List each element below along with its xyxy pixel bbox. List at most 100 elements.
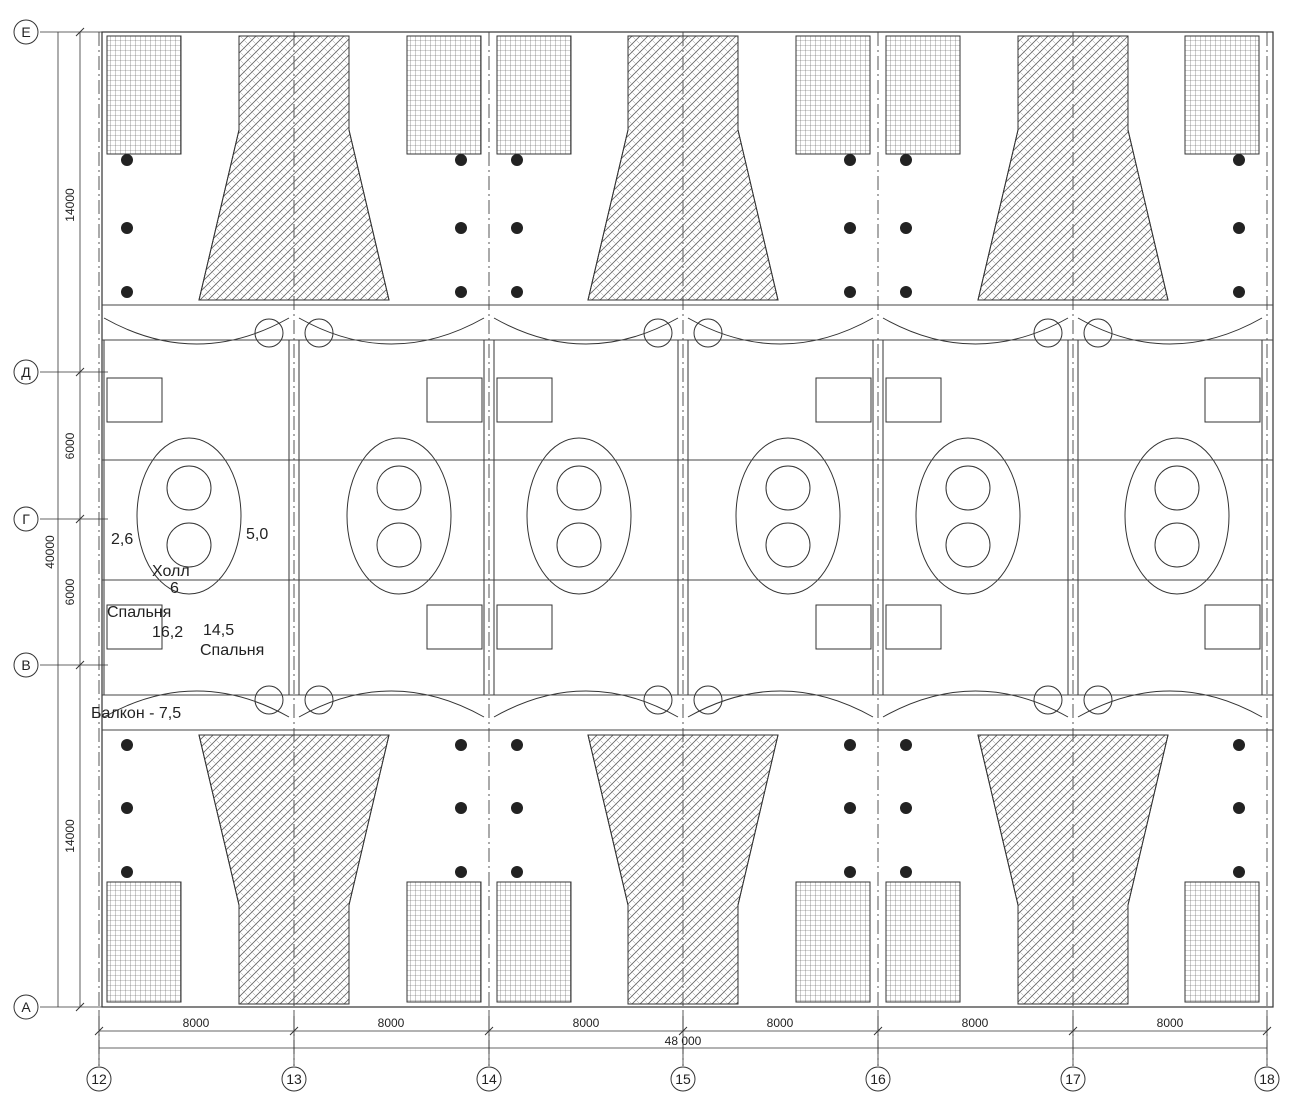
bed-upper: [496, 377, 553, 423]
spiral-stair-lower: [765, 522, 811, 568]
dim-band-mid-upper: 6000: [63, 432, 77, 459]
svg-text:А: А: [21, 999, 31, 1015]
column-axis-14: 14: [476, 1066, 502, 1092]
site-outline: [101, 31, 1274, 1008]
bed-upper: [426, 377, 483, 423]
row-axis-d: Д: [13, 359, 39, 385]
tree-dot: [1233, 286, 1245, 298]
spiral-stair-upper: [1154, 465, 1200, 511]
balcony-top: [1077, 317, 1263, 345]
round-table-bottom: [1033, 685, 1063, 715]
garden-bed-top: [885, 35, 961, 155]
round-table-bottom: [643, 685, 673, 715]
room-area-small: 2,6: [111, 531, 133, 548]
garden-bed-top: [406, 35, 482, 155]
tree-dot: [121, 802, 133, 814]
tree-dot: [900, 222, 912, 234]
dim-total-height: 40000: [43, 535, 57, 569]
tree-dot: [900, 286, 912, 298]
dim-band-bottom: 14000: [63, 819, 77, 853]
svg-text:12: 12: [91, 1071, 107, 1087]
tree-dot: [455, 286, 467, 298]
column-axis-15: 15: [670, 1066, 696, 1092]
column-axis-17: 17: [1060, 1066, 1086, 1092]
garden-bed-bottom: [106, 881, 182, 1003]
tree-dot: [455, 739, 467, 751]
dim-slash: [75, 367, 85, 377]
round-table-top: [304, 318, 334, 348]
dim-span-13-14: 8000: [378, 1016, 405, 1030]
spiral-stair-lower: [945, 522, 991, 568]
tree-dot: [121, 154, 133, 166]
dim-band-mid-lower: 6000: [63, 578, 77, 605]
round-table-bottom: [1083, 685, 1113, 715]
tree-dot: [511, 739, 523, 751]
dimension-lines: [40, 27, 1272, 1066]
tree-dot: [844, 222, 856, 234]
bed-lower: [815, 604, 872, 650]
svg-text:17: 17: [1065, 1071, 1081, 1087]
dim-slash: [484, 1026, 494, 1036]
svg-text:14: 14: [481, 1071, 497, 1087]
tree-dot: [1233, 802, 1245, 814]
svg-text:В: В: [21, 657, 30, 673]
house-outline: [298, 339, 485, 696]
dim-slash: [1068, 1026, 1078, 1036]
tree-dot: [844, 154, 856, 166]
tree-dot: [455, 222, 467, 234]
house-outline: [882, 339, 1069, 696]
bed-upper: [815, 377, 872, 423]
bed-lower: [885, 604, 942, 650]
round-table-bottom: [304, 685, 334, 715]
row-axis-a: А: [13, 994, 39, 1020]
dim-slash: [1262, 1026, 1272, 1036]
house-outline: [1077, 339, 1263, 696]
spiral-stair-upper: [556, 465, 602, 511]
balcony-bottom: [687, 690, 874, 718]
dim-span-15-16: 8000: [767, 1016, 794, 1030]
tree-dot: [455, 866, 467, 878]
dim-slash: [75, 1002, 85, 1012]
paved-path-bottom: [587, 734, 779, 1005]
tree-dot: [900, 866, 912, 878]
tree-dot: [121, 866, 133, 878]
balcony-top: [298, 317, 485, 345]
garden-bed-top: [496, 35, 572, 155]
balcony-top: [493, 317, 679, 345]
svg-text:Г: Г: [22, 511, 30, 527]
svg-text:13: 13: [286, 1071, 302, 1087]
balcony-bottom: [298, 690, 485, 718]
spiral-stair-lower: [1154, 522, 1200, 568]
svg-text:15: 15: [675, 1071, 691, 1087]
tree-dot: [900, 802, 912, 814]
dim-slash: [289, 1026, 299, 1036]
garden-bed-bottom: [795, 881, 871, 1003]
spiral-stair-lower: [166, 522, 212, 568]
stair-hall-outline: [136, 437, 242, 595]
plan-structure: [98, 31, 1274, 1066]
tree-dot: [511, 802, 523, 814]
balcony-bottom: [1077, 690, 1263, 718]
garden-bed-top: [1184, 35, 1260, 155]
svg-text:Е: Е: [21, 24, 30, 40]
svg-text:Д: Д: [21, 364, 31, 380]
spiral-stair-upper: [765, 465, 811, 511]
round-table-top: [643, 318, 673, 348]
round-table-bottom: [254, 685, 284, 715]
bed-upper: [885, 377, 942, 423]
tree-dot: [844, 802, 856, 814]
bed-lower: [106, 604, 163, 650]
stair-hall-outline: [346, 437, 452, 595]
spiral-stair-lower: [556, 522, 602, 568]
tree-dot: [511, 286, 523, 298]
svg-text:18: 18: [1259, 1071, 1275, 1087]
balcony-bottom: [882, 690, 1069, 718]
round-table-top: [254, 318, 284, 348]
tree-dot: [511, 222, 523, 234]
tree-dot: [844, 739, 856, 751]
tree-dot: [121, 739, 133, 751]
paved-path-bottom: [977, 734, 1169, 1005]
bedroom-right-name: Спальня: [200, 642, 264, 659]
dim-slash: [873, 1026, 883, 1036]
bed-upper: [106, 377, 163, 423]
